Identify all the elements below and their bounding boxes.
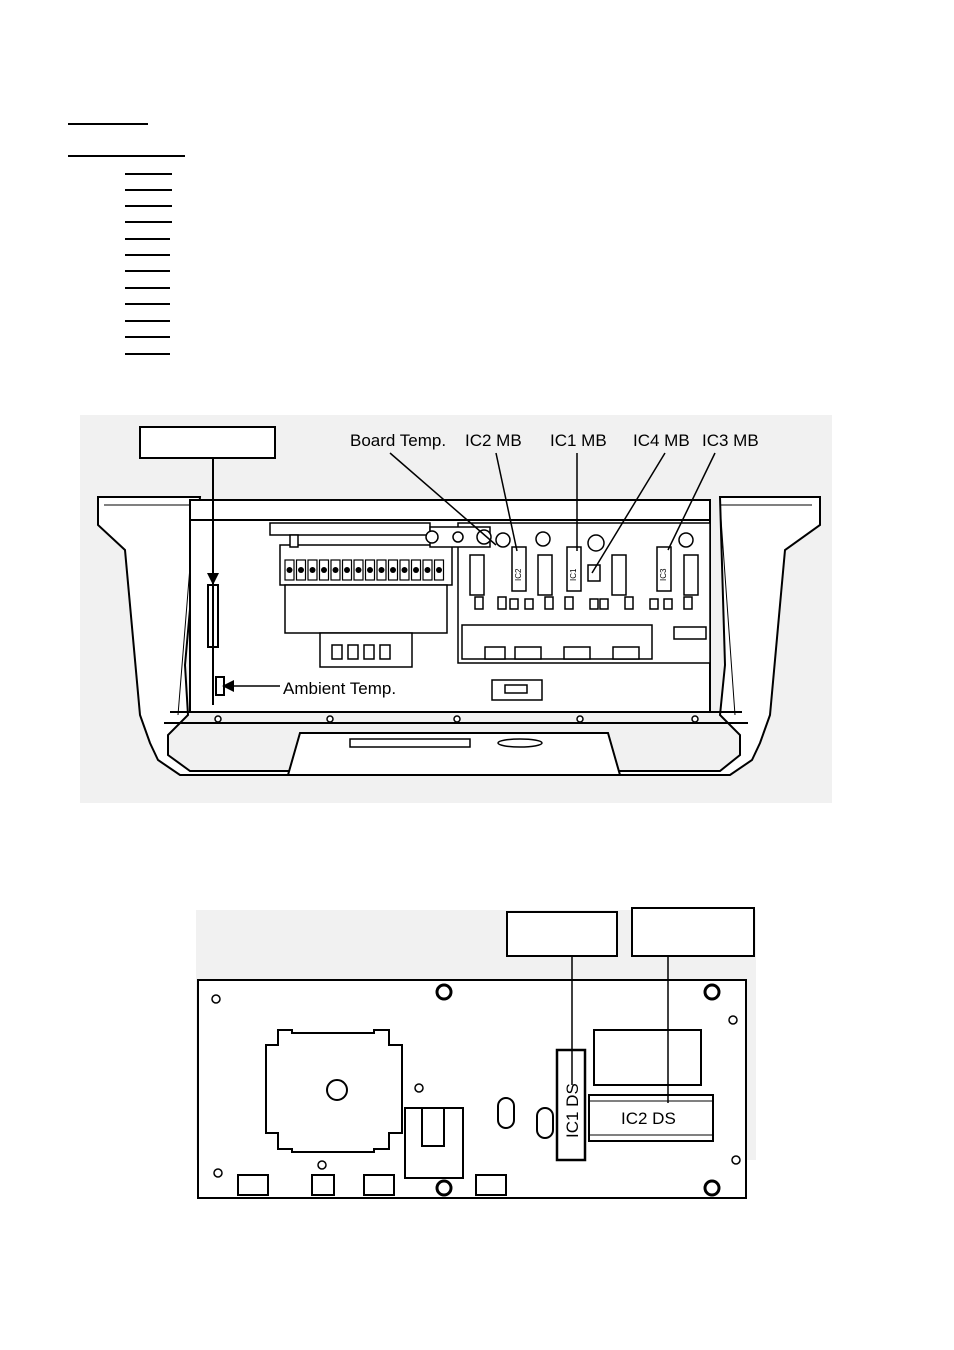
terminal-screw bbox=[390, 567, 396, 573]
label-ic1-ds: IC1 DS bbox=[563, 1083, 582, 1138]
list-rule bbox=[125, 336, 170, 338]
label-ic2-mb: IC2 MB bbox=[465, 431, 522, 450]
heading-rule-1 bbox=[68, 123, 148, 125]
callout-box-blank bbox=[631, 907, 755, 957]
terminal-screw bbox=[367, 567, 373, 573]
terminal-block bbox=[284, 559, 445, 581]
list-rule bbox=[125, 320, 170, 322]
terminal-screw bbox=[332, 567, 339, 573]
label-board-temp: Board Temp. bbox=[350, 431, 446, 450]
callout-box-blank bbox=[506, 911, 618, 957]
terminal-screw bbox=[436, 567, 442, 573]
label-ic3-mb: IC3 MB bbox=[702, 431, 759, 450]
label-ambient-temp: Ambient Temp. bbox=[283, 679, 396, 698]
fixture-base-diagram: IC2 IC1 IC3 Board Temp. IC2 MB IC1 MB IC… bbox=[80, 415, 832, 803]
chip-label-ic3: IC3 bbox=[659, 568, 668, 581]
callout-box-blank bbox=[139, 426, 276, 459]
list-rule bbox=[125, 205, 172, 207]
terminal-screw bbox=[298, 567, 304, 573]
label-ic2-ds: IC2 DS bbox=[621, 1109, 676, 1128]
terminal-screw bbox=[378, 567, 385, 573]
list-rule bbox=[125, 189, 172, 191]
list-rule bbox=[125, 353, 170, 355]
terminal-screw bbox=[321, 567, 327, 573]
chip-label-ic2: IC2 bbox=[514, 568, 523, 581]
list-rule bbox=[125, 303, 170, 305]
terminal-screw bbox=[344, 567, 350, 573]
label-ic1-mb: IC1 MB bbox=[550, 431, 607, 450]
list-rule bbox=[125, 221, 172, 223]
terminal-screw bbox=[286, 567, 293, 573]
list-rule bbox=[125, 254, 170, 256]
list-rule bbox=[125, 238, 170, 240]
heading-rule-2 bbox=[68, 155, 185, 157]
terminal-screw bbox=[401, 567, 408, 573]
terminal-screw bbox=[309, 567, 316, 573]
list-rule bbox=[125, 173, 172, 175]
terminal-screw bbox=[413, 567, 419, 573]
display-board-diagram: IC1 DS IC2 DS bbox=[196, 907, 756, 1199]
label-ic4-mb: IC4 MB bbox=[633, 431, 690, 450]
list-rule bbox=[125, 270, 170, 272]
list-rule bbox=[125, 287, 170, 289]
terminal-screw bbox=[355, 567, 362, 573]
chip-label-ic1: IC1 bbox=[569, 568, 578, 581]
terminal-screw bbox=[424, 567, 431, 573]
